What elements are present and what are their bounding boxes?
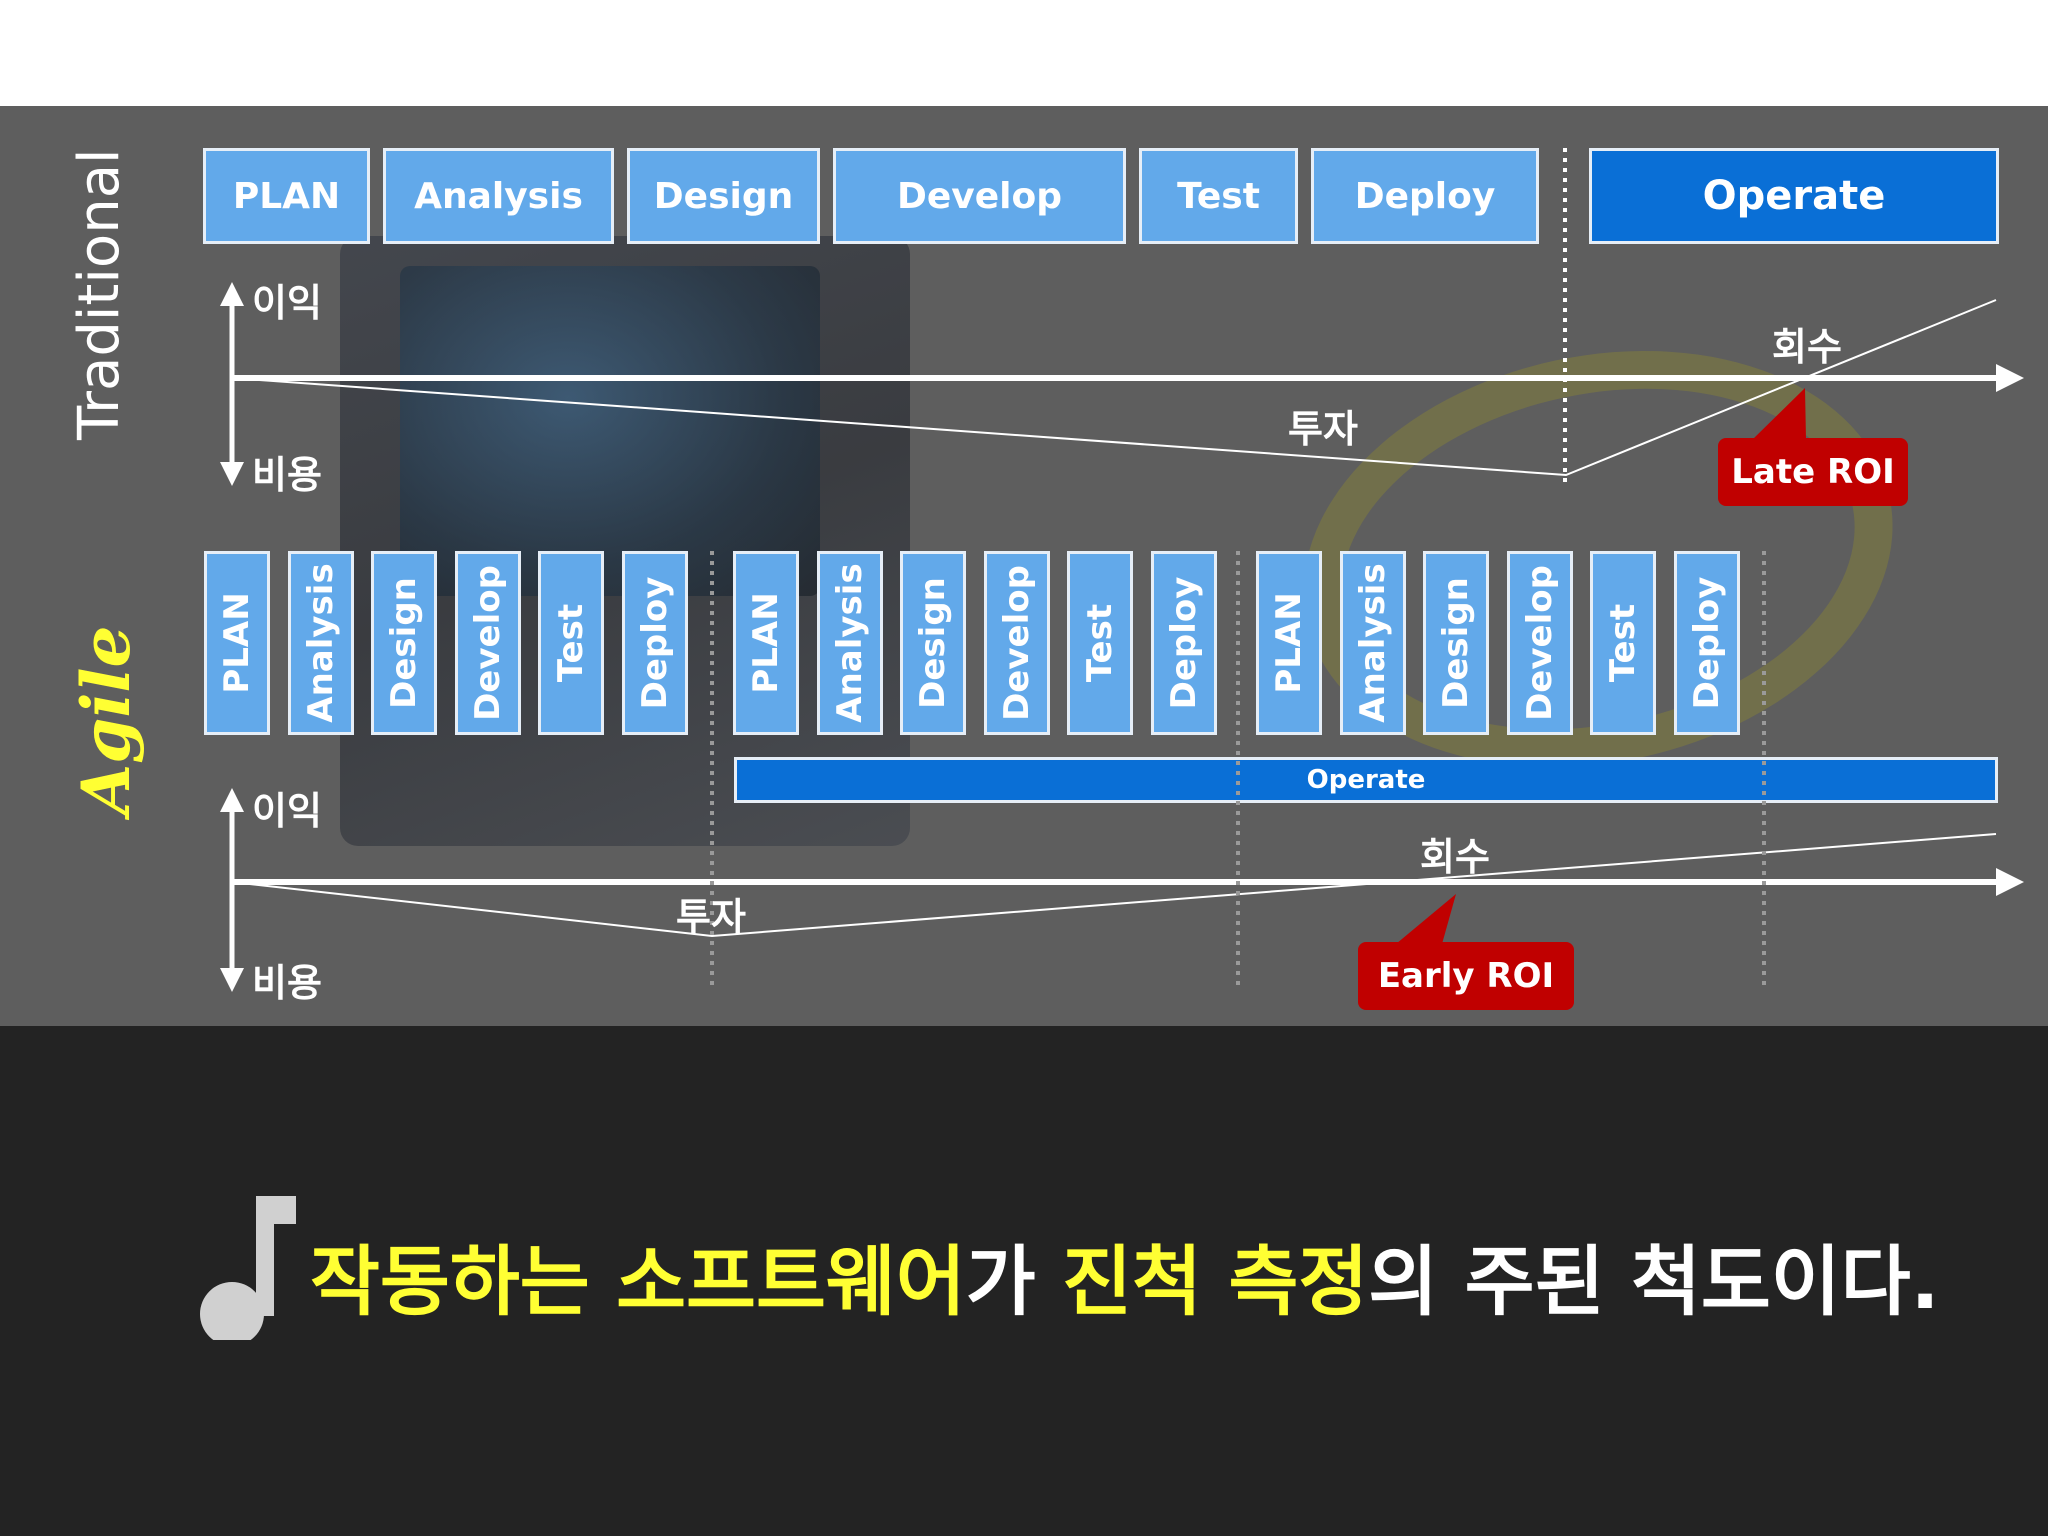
caption-highlight: 진척 측정 bbox=[1062, 1237, 1369, 1326]
top-blank-strip bbox=[0, 0, 2048, 106]
caption-band bbox=[0, 1026, 2048, 1536]
agile-phase-plan: PLAN bbox=[1256, 551, 1322, 735]
early-roi-badge: Early ROI bbox=[1358, 942, 1574, 1010]
agile-phase-design: Design bbox=[900, 551, 966, 735]
traditional-phase-test: Test bbox=[1139, 148, 1298, 244]
agile-phase-label: Test bbox=[1603, 603, 1643, 683]
agile-phase-test: Test bbox=[1067, 551, 1133, 735]
agile-phase-analysis: Analysis bbox=[1340, 551, 1406, 735]
agile-profit-label: 이익 bbox=[252, 789, 322, 833]
traditional-phase-develop: Develop bbox=[833, 148, 1126, 244]
traditional-phase-analysis: Analysis bbox=[383, 148, 614, 244]
agile-label: Agile bbox=[67, 625, 145, 816]
agile-phase-develop: Develop bbox=[1507, 551, 1573, 735]
agile-phase-label: Design bbox=[384, 577, 424, 709]
agile-phase-label: PLAN bbox=[746, 592, 786, 694]
agile-phase-label: Deploy bbox=[1164, 576, 1204, 710]
agile-phase-label: PLAN bbox=[1269, 592, 1309, 694]
traditional-phase-plan: PLAN bbox=[203, 148, 370, 244]
caption-plain: 가 bbox=[965, 1237, 1063, 1326]
agile-phase-label: Design bbox=[1436, 577, 1476, 709]
agile-phase-deploy: Deploy bbox=[1674, 551, 1740, 735]
caption-text: 작동하는 소프트웨어가 진척 측정의 주된 척도이다. bbox=[310, 1220, 1940, 1330]
agile-phase-deploy: Deploy bbox=[622, 551, 688, 735]
agile-phase-label: Analysis bbox=[301, 563, 341, 723]
agile-phase-plan: PLAN bbox=[204, 551, 270, 735]
background-screen-image bbox=[400, 266, 820, 596]
late-roi-badge: Late ROI bbox=[1718, 438, 1908, 506]
traditional-cost-label: 비용 bbox=[252, 453, 322, 497]
agile-phase-label: Analysis bbox=[830, 563, 870, 723]
agile-invest-label: 투자 bbox=[676, 895, 746, 939]
agile-phase-label: Test bbox=[551, 603, 591, 683]
agile-cost-label: 비용 bbox=[252, 961, 322, 1005]
agile-phase-test: Test bbox=[1590, 551, 1656, 735]
agile-return-label: 회수 bbox=[1420, 835, 1490, 879]
traditional-invest-label: 투자 bbox=[1288, 407, 1358, 451]
agile-phase-label: Develop bbox=[997, 565, 1037, 721]
traditional-return-label: 회수 bbox=[1772, 325, 1842, 369]
caption-plain: 의 주된 척도이다. bbox=[1368, 1237, 1940, 1326]
agile-phase-label: Develop bbox=[468, 565, 508, 721]
traditional-phase-operate: Operate bbox=[1589, 148, 1999, 244]
agile-phase-label: Analysis bbox=[1353, 563, 1393, 723]
agile-phase-analysis: Analysis bbox=[817, 551, 883, 735]
agile-phase-test: Test bbox=[538, 551, 604, 735]
agile-phase-design: Design bbox=[1423, 551, 1489, 735]
agile-phase-develop: Develop bbox=[984, 551, 1050, 735]
agile-phase-operate: Operate bbox=[734, 757, 1998, 803]
traditional-phase-design: Design bbox=[627, 148, 820, 244]
agile-phase-label: Develop bbox=[1520, 565, 1560, 721]
agile-phase-design: Design bbox=[371, 551, 437, 735]
traditional-profit-label: 이익 bbox=[252, 281, 322, 325]
agile-phase-label: Design bbox=[913, 577, 953, 709]
agile-phase-label: Deploy bbox=[1687, 576, 1727, 710]
agile-phase-label: Deploy bbox=[635, 576, 675, 710]
agile-phase-analysis: Analysis bbox=[288, 551, 354, 735]
traditional-phase-deploy: Deploy bbox=[1311, 148, 1539, 244]
agile-phase-label: Test bbox=[1080, 603, 1120, 683]
traditional-label: Traditional bbox=[67, 148, 132, 440]
agile-phase-plan: PLAN bbox=[733, 551, 799, 735]
agile-phase-develop: Develop bbox=[455, 551, 521, 735]
caption-highlight: 작동하는 소프트웨어 bbox=[310, 1237, 966, 1326]
music-note-icon bbox=[200, 1196, 296, 1340]
agile-phase-label: PLAN bbox=[217, 592, 257, 694]
agile-phase-deploy: Deploy bbox=[1151, 551, 1217, 735]
